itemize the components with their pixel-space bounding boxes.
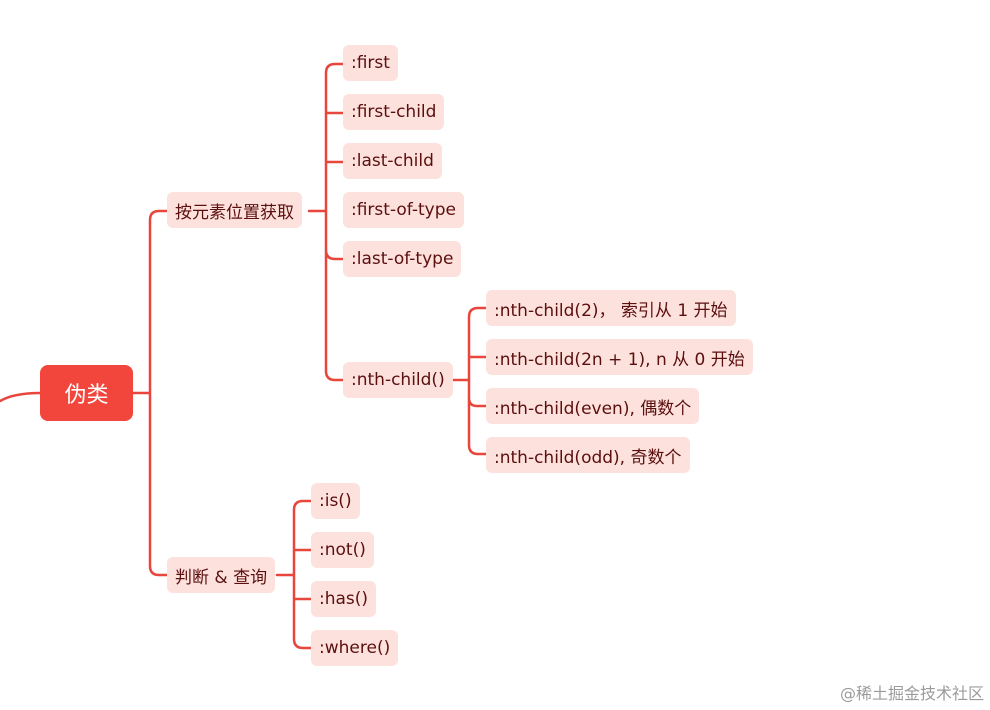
- leaf-node-first-child[interactable]: :first-child: [343, 94, 445, 130]
- node-label: :nth-child(): [351, 370, 445, 390]
- node-label: :has(): [319, 589, 369, 609]
- connector-root-to-groups: [131, 209, 169, 577]
- branch-node-nth-child[interactable]: :nth-child(): [343, 362, 453, 398]
- leaf-node-nth-child-2n-plus-1[interactable]: :nth-child(2n + 1), n 从 0 开始: [486, 339, 753, 375]
- node-label: :where(): [319, 638, 391, 658]
- leaf-node-nth-child-odd[interactable]: :nth-child(odd), 奇数个: [486, 437, 690, 473]
- leaf-node-first-of-type[interactable]: :first-of-type: [343, 192, 464, 228]
- leaf-node-first[interactable]: :first: [343, 45, 398, 81]
- leaf-node-where[interactable]: :where(): [311, 630, 399, 666]
- leaf-node-last-of-type[interactable]: :last-of-type: [343, 241, 462, 277]
- node-label: :first: [351, 53, 390, 73]
- node-label: :nth-child(2)， 索引从 1 开始: [494, 300, 728, 321]
- node-label: 判断 & 查询: [175, 567, 268, 588]
- leaf-node-nth-child-even[interactable]: :nth-child(even), 偶数个: [486, 388, 700, 424]
- node-label: :last-child: [351, 151, 434, 171]
- node-label: :is(): [319, 491, 352, 511]
- node-label: :nth-child(2n + 1), n 从 0 开始: [494, 349, 745, 370]
- leaf-node-is[interactable]: :is(): [311, 483, 360, 519]
- group-node-query[interactable]: 判断 & 查询: [167, 557, 276, 593]
- connector-group-position: [307, 62, 345, 382]
- leaf-node-last-child[interactable]: :last-child: [343, 143, 442, 179]
- root-node[interactable]: 伪类: [40, 365, 133, 421]
- node-label: :last-of-type: [351, 249, 454, 269]
- leaf-node-nth-child-2[interactable]: :nth-child(2)， 索引从 1 开始: [486, 290, 736, 326]
- group-node-position[interactable]: 按元素位置获取: [167, 192, 302, 228]
- watermark: @稀土掘金技术社区: [839, 684, 984, 703]
- root-node-label: 伪类: [64, 383, 109, 408]
- node-label: :nth-child(odd), 奇数个: [494, 447, 682, 468]
- connector-incoming: [0, 391, 42, 403]
- connector-group-query: [275, 499, 313, 650]
- leaf-node-has[interactable]: :has(): [311, 581, 377, 617]
- node-label: :nth-child(even), 偶数个: [494, 398, 692, 419]
- node-label: 按元素位置获取: [175, 202, 294, 223]
- node-label: :first-child: [351, 102, 437, 122]
- leaf-node-not[interactable]: :not(): [311, 532, 374, 568]
- node-label: :first-of-type: [351, 200, 456, 220]
- connector-nth-child: [449, 306, 488, 456]
- node-label: :not(): [319, 540, 366, 560]
